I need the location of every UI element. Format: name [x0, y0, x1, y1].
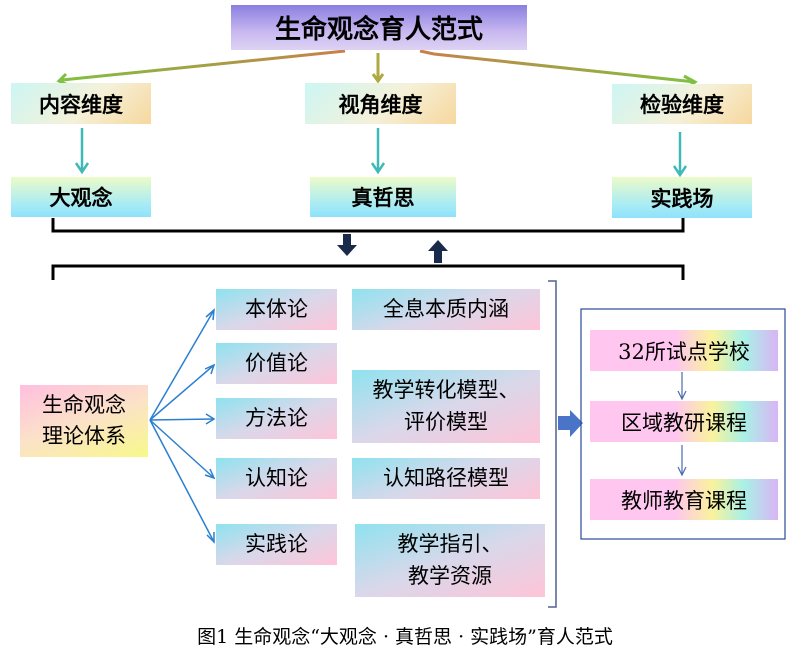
top-arrows	[56, 49, 698, 90]
figure-caption: 图1 生命观念“大观念 · 真哲思 · 实践场”育人范式	[197, 626, 613, 648]
fan-arrows	[149, 308, 216, 544]
block-arrow	[558, 410, 583, 437]
practice-regional-course: 区域教研课程	[590, 401, 778, 442]
practice-arrows	[677, 372, 687, 477]
branch-methodology: 方法论	[216, 398, 337, 439]
practice-frame	[580, 308, 786, 540]
paradigm-title: 生命观念育人范式	[231, 5, 527, 50]
outcome-line-2: 评价模型	[404, 409, 488, 434]
root-line-2: 理论体系	[42, 424, 126, 448]
merge-brackets	[51, 218, 685, 280]
dimension-verification: 检验维度	[612, 84, 752, 124]
outcome-line-1: 教学指引、	[397, 532, 503, 556]
practice-teacher-education: 教师教育课程	[590, 479, 778, 520]
branch-ontology: 本体论	[216, 289, 337, 330]
concept-big-idea: 大观念	[11, 177, 151, 217]
outcomes-bracket	[548, 280, 557, 608]
outcome-line-1: 教学转化模型、	[372, 378, 520, 402]
branch-cognition: 认知论	[216, 458, 337, 499]
branch-axiology: 价值论	[216, 343, 337, 384]
dimension-arrows	[74, 128, 688, 178]
outcome-cognitive-path: 认知路径模型	[352, 458, 540, 499]
dimension-perspective: 视角维度	[305, 83, 456, 124]
branch-practice: 实践论	[216, 524, 337, 565]
root-line-1: 生命观念	[42, 392, 126, 417]
dimension-content: 内容维度	[11, 83, 151, 124]
concept-practice-field: 实践场	[612, 177, 752, 218]
outcome-teaching-models: 教学转化模型、 评价模型	[352, 370, 540, 443]
theory-system-root: 生命观念 理论体系	[20, 385, 148, 457]
exchange-arrows	[337, 234, 448, 263]
concept-true-philosophy: 真哲思	[310, 177, 456, 217]
practice-pilot-schools: 32所试点学校	[590, 330, 778, 371]
outcome-teaching-resources: 教学指引、 教学资源	[355, 524, 545, 597]
outcome-line-2: 教学资源	[408, 563, 492, 588]
outcome-holistic-essence: 全息本质内涵	[352, 289, 540, 330]
